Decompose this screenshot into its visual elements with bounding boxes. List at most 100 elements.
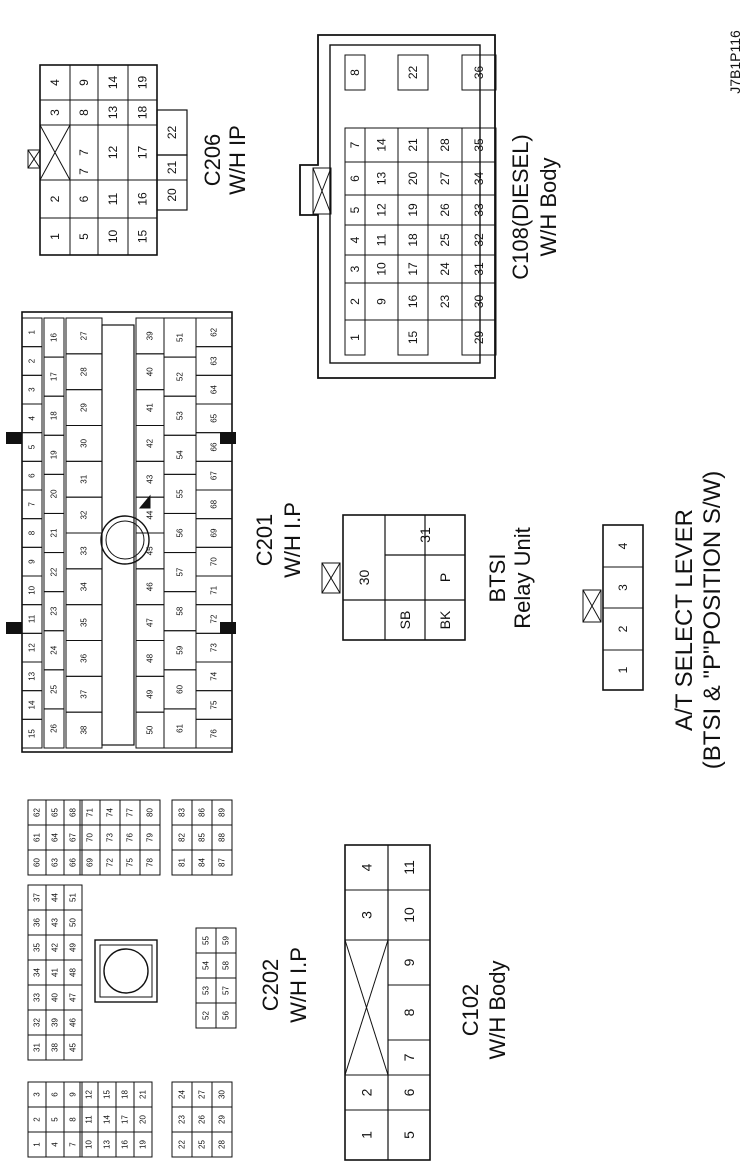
- c206-pin-label: 17: [136, 146, 150, 160]
- c108-pin-cell: [461, 54, 497, 91]
- c201-pin-label: 59: [176, 645, 185, 654]
- c202-pin-label: 67: [69, 833, 78, 842]
- c206-pin-label: 12: [106, 146, 120, 160]
- c102-pin-cell: [387, 844, 431, 891]
- c201-pin-label: 24: [50, 645, 59, 654]
- c202-pin-cell: [133, 1081, 153, 1108]
- c202-pin-label: 52: [202, 1011, 211, 1020]
- c206-pin-label: 7: [77, 168, 91, 175]
- c108-pin-label: 28: [438, 138, 452, 152]
- c202-pin-cell: [63, 799, 83, 826]
- c202-pin-label: 57: [222, 986, 231, 995]
- c201-pin-label: 38: [80, 725, 89, 734]
- atsel-pin-label: 2: [616, 625, 630, 632]
- c202-pin-label: 13: [103, 1140, 112, 1149]
- c206-pin-label: 16: [136, 192, 150, 206]
- c201-pin-label: 20: [50, 489, 59, 498]
- c206-key-mark: [39, 124, 71, 181]
- c202-pin-label: 68: [69, 808, 78, 817]
- c201-pin-label: 53: [176, 411, 185, 420]
- c201-pin-label: 9: [28, 559, 37, 564]
- c108-pin-label: 20: [406, 172, 420, 186]
- c201-pin-label: 58: [176, 606, 185, 615]
- connector-btsi: [321, 514, 466, 641]
- c201-pin-label: 21: [50, 528, 59, 537]
- c202-pin-cell: [211, 799, 233, 826]
- c202-pin-label: 85: [198, 833, 207, 842]
- c202-pin-label: 66: [69, 858, 78, 867]
- at-select-label: A/T SELECT LEVER: [671, 509, 698, 731]
- c206-pin-label: 19: [136, 76, 150, 90]
- c108-pin-label: 7: [348, 141, 362, 148]
- c206-pin-label: 18: [136, 106, 150, 120]
- c206-pin-label: 14: [106, 76, 120, 90]
- c202-pin-label: 53: [202, 986, 211, 995]
- c108-pin-label: 26: [438, 203, 452, 217]
- c108-pin-label: 23: [438, 295, 452, 309]
- c202-pin-label: 25: [198, 1140, 207, 1149]
- c202-pin-cell: [63, 884, 83, 911]
- c202-pin-label: 65: [51, 808, 60, 817]
- c108-pin-label: 22: [406, 66, 420, 80]
- c108-pin-label: 29: [472, 331, 486, 345]
- c202-pin-label: 80: [146, 808, 155, 817]
- c108-pin-label: 6: [348, 175, 362, 182]
- c201-pin-label: 16: [50, 333, 59, 342]
- c201-pin-label: 45: [146, 546, 155, 555]
- c201-pin-label: 2: [28, 358, 37, 363]
- c108-pin-label: 18: [406, 233, 420, 247]
- c201-pin-label: 19: [50, 450, 59, 459]
- c202-pin-label: 1: [33, 1142, 42, 1147]
- c201-pin-label: 6: [28, 473, 37, 478]
- btsi-label: BTSI: [485, 554, 510, 603]
- c202-pin-label: 11: [85, 1115, 94, 1124]
- c202-pin-label: 46: [69, 1018, 78, 1027]
- c201-pin-label: 13: [28, 671, 37, 680]
- c206-pin-label: 13: [106, 106, 120, 120]
- c202-pin-label: 88: [218, 833, 227, 842]
- c201-pin-label: 17: [50, 372, 59, 381]
- c201-pin-label: 7: [28, 502, 37, 507]
- c201-pin-label: 55: [176, 489, 185, 498]
- c201-pin-label: 34: [80, 582, 89, 591]
- c108-pin-label: 2: [348, 298, 362, 305]
- c202-pin-cell: [139, 799, 161, 826]
- c108-pin-label: 15: [406, 331, 420, 345]
- c201-pin-label: 44: [146, 510, 155, 519]
- c202-sublabel: W/H I.P: [286, 947, 311, 1023]
- c108-pin-label: 8: [348, 69, 362, 76]
- c206-pin-label: 7: [77, 149, 91, 156]
- c202-pin-label: 63: [51, 858, 60, 867]
- c102-pin-label: 5: [401, 1131, 417, 1139]
- c201-pin-label: 18: [50, 411, 59, 420]
- btsi-pin-label: P: [437, 573, 453, 582]
- c206-pin-label: 21: [165, 161, 179, 175]
- c201-pin-label: 33: [80, 546, 89, 555]
- c108-pin-cell: [344, 54, 366, 91]
- c108-pin-label: 30: [472, 295, 486, 309]
- c108-pin-label: 17: [406, 262, 420, 276]
- c202-pin-label: 26: [198, 1115, 207, 1124]
- c108-pin-label: 32: [472, 233, 486, 247]
- atsel-pin-cell: [602, 524, 644, 568]
- c202-pin-label: 39: [51, 1018, 60, 1027]
- c202-pin-label: 2: [33, 1117, 42, 1122]
- c202-pin-label: 58: [222, 961, 231, 970]
- c102-pin-label: 11: [401, 860, 417, 875]
- c202-pin-label: 38: [51, 1043, 60, 1052]
- c202-pin-label: 24: [178, 1090, 187, 1099]
- c201-pin-label: 65: [210, 413, 219, 422]
- c102-pin-label: 6: [401, 1088, 417, 1096]
- c201-pin-label: 46: [146, 582, 155, 591]
- c108-pin-label: 24: [438, 262, 452, 276]
- c201-pin-label: 3: [28, 387, 37, 392]
- c108-pin-label: 25: [438, 233, 452, 247]
- c206-pin-label: 4: [48, 79, 62, 86]
- c202-pin-label: 75: [126, 858, 135, 867]
- c201-pin-label: 25: [50, 684, 59, 693]
- c202-pin-label: 8: [69, 1117, 78, 1122]
- c202-pin-label: 77: [126, 808, 135, 817]
- c201-label: C201: [252, 514, 277, 567]
- c202-pin-label: 27: [198, 1090, 207, 1099]
